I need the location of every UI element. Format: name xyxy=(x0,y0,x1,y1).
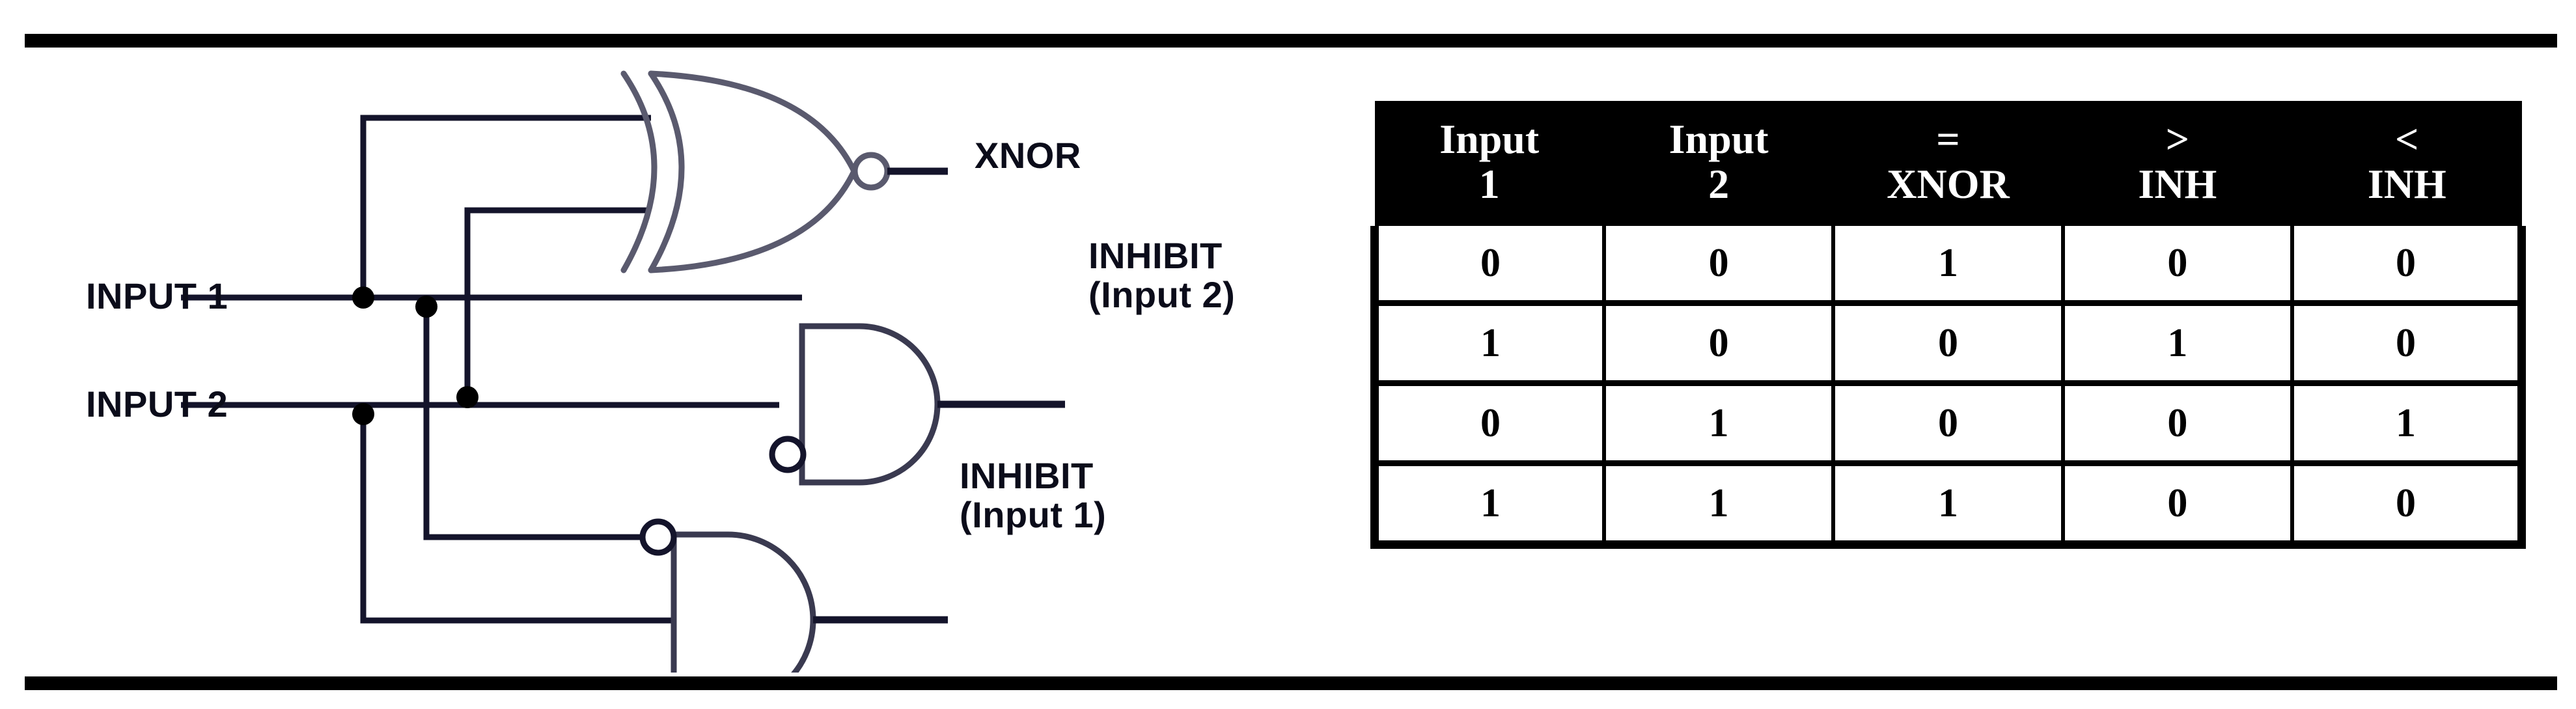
logic-circuit-diagram: INPUT 1 INPUT 2 XNOR INHIBIT (Input 2) I… xyxy=(0,48,1341,673)
column-header-input-2-line2: 2 xyxy=(1708,161,1730,208)
column-header-lt-inh-line1: < xyxy=(2395,116,2419,162)
xnor-gate xyxy=(620,70,948,273)
top-divider-rule xyxy=(25,34,2557,48)
column-header-gt-inh-line2: INH xyxy=(2138,161,2217,208)
cell-r3-c1: 1 xyxy=(1601,460,1836,549)
table-row: 1 1 1 0 0 xyxy=(1370,460,2527,549)
and-gate-bottom-body xyxy=(671,531,816,673)
column-header-gt-inh-line1: > xyxy=(2165,116,2190,162)
xnor-body-bottom-lobe xyxy=(648,168,857,273)
cell-r1-c4: 0 xyxy=(2290,300,2527,383)
xnor-extra-arc xyxy=(620,70,658,273)
circuit-schematic-svg xyxy=(181,70,1065,673)
inhibit-input1-subtitle: (Input 1) xyxy=(960,494,1107,536)
column-header-input-2: Input 2 xyxy=(1603,101,1834,227)
truth-table: Input 1 Input 2 = XNOR > INH xyxy=(1370,101,2527,549)
cell-r0-c1: 0 xyxy=(1601,226,1836,303)
junction-dot-input2-up xyxy=(456,386,478,408)
cell-r0-c2: 1 xyxy=(1831,226,2065,303)
cell-r1-c0: 1 xyxy=(1370,300,1606,383)
cell-r3-c4: 0 xyxy=(2290,460,2527,549)
wire-input2-to-xnor xyxy=(464,207,651,405)
inhibit-input1-title: INHIBIT xyxy=(960,455,1094,496)
cell-r0-c3: 0 xyxy=(2060,226,2295,303)
cell-r1-c1: 0 xyxy=(1601,300,1836,383)
junction-dot-group xyxy=(352,286,478,425)
cell-r2-c4: 1 xyxy=(2290,380,2527,464)
wire-input1-to-and-bottom-inv xyxy=(423,298,641,540)
cell-r1-c3: 1 xyxy=(2060,300,2295,383)
cell-r2-c0: 0 xyxy=(1370,380,1606,464)
column-header-input-1-line1: Input xyxy=(1439,116,1540,162)
table-row: 1 0 0 1 0 xyxy=(1370,300,2527,383)
truth-table-body: 0 0 1 0 0 1 0 0 1 0 0 1 0 0 xyxy=(1370,226,2527,549)
table-row: 0 1 0 0 1 xyxy=(1370,380,2527,464)
column-header-gt-inh: > INH xyxy=(2062,101,2293,227)
input-1-label: INPUT 1 xyxy=(86,275,229,316)
xnor-output-bubble xyxy=(852,152,891,191)
cell-r1-c2: 0 xyxy=(1831,300,2065,383)
table-row: 0 0 1 0 0 xyxy=(1370,226,2527,303)
inhibit-input2-gate xyxy=(769,323,1065,486)
wire-input1-to-xnor xyxy=(360,115,651,298)
truth-table-header-row: Input 1 Input 2 = XNOR > INH xyxy=(1374,101,2522,227)
column-header-lt-inh-line2: INH xyxy=(2367,161,2446,208)
column-header-lt-inh: < INH xyxy=(2292,101,2522,227)
bottom-divider-rule xyxy=(25,676,2557,690)
cell-r3-c3: 0 xyxy=(2060,460,2295,549)
inhibit-input2-output-label: INHIBIT (Input 2) xyxy=(1088,236,1235,315)
truth-table-container: Input 1 Input 2 = XNOR > INH xyxy=(1370,101,2527,549)
junction-dot-input1-up xyxy=(352,286,374,309)
column-header-input-1: Input 1 xyxy=(1374,101,1604,227)
cell-r3-c0: 1 xyxy=(1370,460,1606,549)
column-header-input-1-line2: 1 xyxy=(1478,161,1500,208)
wire-input1-to-and-bottom xyxy=(360,405,674,624)
column-header-xnor: = XNOR xyxy=(1833,101,2063,227)
column-header-xnor-line2: XNOR xyxy=(1887,161,2010,208)
cell-r3-c2: 1 xyxy=(1831,460,2065,549)
inhibit-input2-title: INHIBIT xyxy=(1088,235,1223,276)
and-gate-top-input-bubble xyxy=(769,436,807,473)
inhibit-input1-output-label: INHIBIT (Input 1) xyxy=(960,456,1106,535)
cell-r0-c4: 0 xyxy=(2290,226,2527,303)
cell-r2-c2: 0 xyxy=(1831,380,2065,464)
junction-dot-input1-mid xyxy=(415,296,437,318)
cell-r0-c0: 0 xyxy=(1370,226,1606,303)
xnor-output-label: XNOR xyxy=(975,135,1081,176)
xnor-body-top-lobe xyxy=(648,70,857,174)
and-gate-bottom-input-bubble xyxy=(639,518,677,556)
inhibit-input2-subtitle: (Input 2) xyxy=(1088,274,1236,316)
input-2-label: INPUT 2 xyxy=(86,383,229,424)
truth-table-head: Input 1 Input 2 = XNOR > INH xyxy=(1374,101,2522,227)
cell-r2-c3: 0 xyxy=(2060,380,2295,464)
wire-group xyxy=(181,115,802,624)
column-header-input-2-line1: Input xyxy=(1669,116,1769,162)
and-gate-top-body xyxy=(799,323,941,486)
xnor-body-back-arc xyxy=(648,70,685,273)
junction-dot-input2-down xyxy=(352,403,374,425)
column-header-xnor-line1: = xyxy=(1936,116,1960,162)
cell-r2-c1: 1 xyxy=(1601,380,1836,464)
inhibit-input1-gate xyxy=(639,518,948,673)
